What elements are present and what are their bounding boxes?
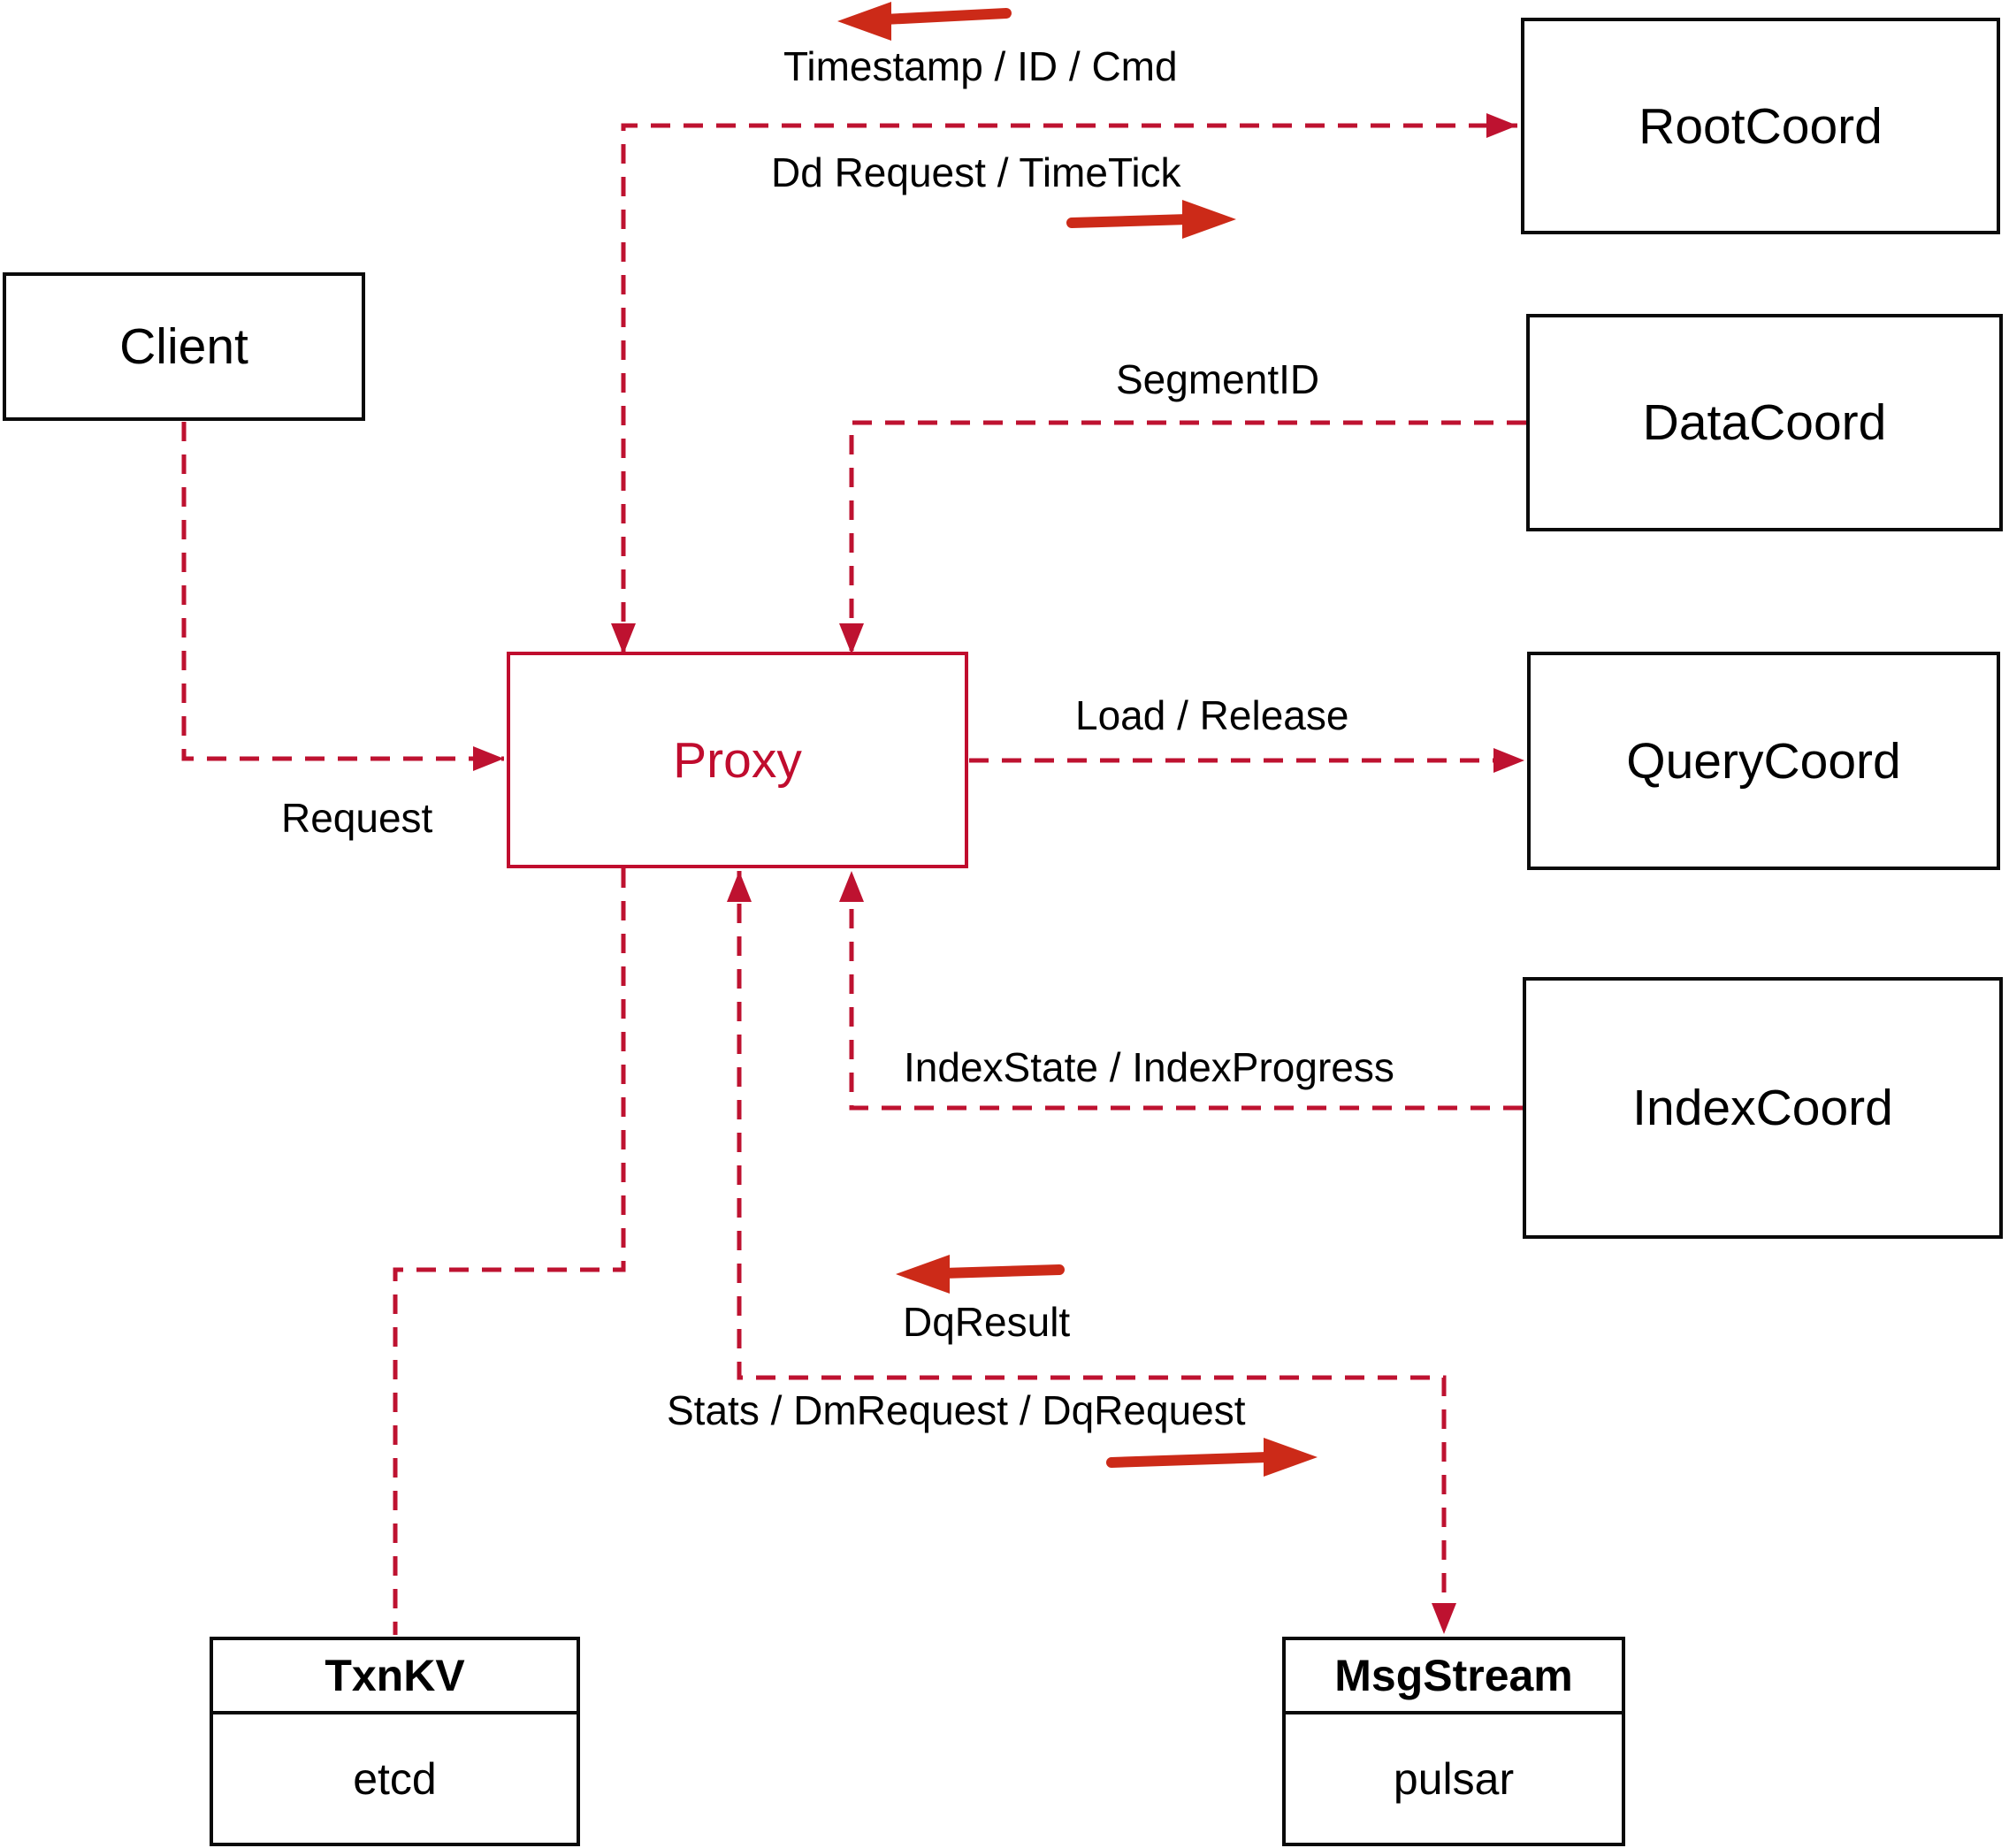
node-proxy-label: Proxy [673,731,802,789]
node-querycoord: QueryCoord [1527,652,2000,870]
edge-datacoord-proxy [839,420,1526,654]
node-datacoord-label: DataCoord [1642,394,1887,451]
edge-label-timestamp-id-cmd: Timestamp / ID / Cmd [783,43,1178,89]
node-rootcoord-label: RootCoord [1639,97,1883,155]
node-indexcoord: IndexCoord [1523,977,2003,1239]
edge-client-proxy [181,422,504,771]
edge-label-segment-id: SegmentID [1116,356,1320,402]
node-indexcoord-label: IndexCoord [1632,1080,1893,1136]
node-msgstream: MsgStream pulsar [1282,1637,1625,1846]
node-datacoord: DataCoord [1526,314,2003,531]
node-msgstream-title: MsgStream [1286,1640,1622,1714]
edge-label-dd-request-timetick: Dd Request / TimeTick [771,149,1181,195]
edge-proxy-rootcoord [611,113,1517,654]
edge-label-request: Request [281,795,433,841]
edge-proxy-txnkv [393,868,626,1635]
edge-label-dq-result: DqResult [903,1299,1071,1345]
timestamp-direction-arrow-left-icon [837,2,1012,41]
stats-direction-arrow-right-icon [1106,1438,1318,1477]
dd-request-direction-arrow-right-icon [1066,200,1236,239]
edge-proxy-msgstream [727,871,1456,1634]
node-proxy: Proxy [507,652,968,868]
node-msgstream-engine: pulsar [1393,1753,1515,1804]
edge-label-stats-dm-dq: Stats / DmRequest / DqRequest [667,1387,1246,1433]
node-rootcoord: RootCoord [1521,18,2000,234]
node-client: Client [3,272,365,421]
edge-label-load-release: Load / Release [1075,692,1349,738]
node-client-label: Client [119,318,248,375]
edge-label-index-state-progress: IndexState / IndexProgress [904,1044,1394,1090]
node-txnkv-engine: etcd [353,1753,437,1804]
node-querycoord-label: QueryCoord [1626,732,1901,790]
node-txnkv-title: TxnKV [213,1640,577,1714]
node-txnkv: TxnKV etcd [210,1637,580,1846]
dqresult-direction-arrow-left-icon [896,1255,1065,1294]
